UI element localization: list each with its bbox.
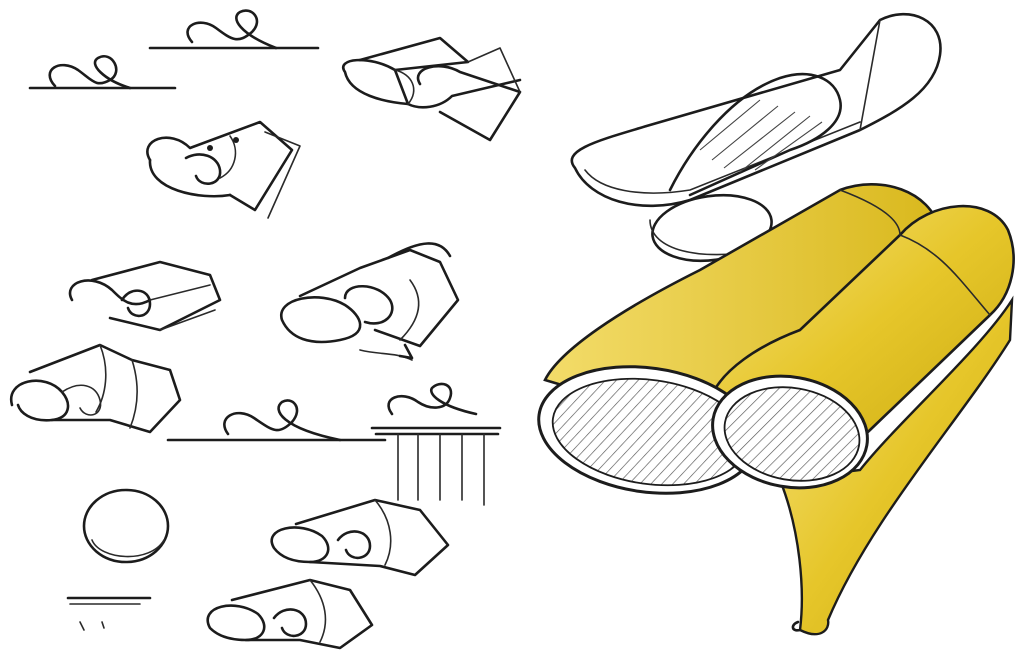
- sketch-double-roll-2: [11, 345, 180, 432]
- sketch-double-roll-dark: [343, 38, 520, 140]
- sketch-small-marks: [68, 598, 150, 630]
- sketch-loop-on-posts: [372, 384, 500, 505]
- sketch-circle: [84, 490, 168, 562]
- sketch-loop-flat-1: [30, 56, 175, 88]
- sketch-roll-lower-2: [208, 580, 372, 648]
- sketch-triple-roll: [70, 262, 220, 330]
- sketch-loop-flat-3: [168, 400, 385, 440]
- sketch-roll-lower-1: [272, 500, 448, 575]
- yellow-double-tube: [530, 184, 1013, 634]
- outline-tube-upper: [572, 14, 941, 206]
- sketch-roll-hatched-center: [281, 243, 458, 360]
- sketch-folded-sheet-1: [147, 122, 300, 218]
- sketch-loop-flat-2: [150, 11, 318, 48]
